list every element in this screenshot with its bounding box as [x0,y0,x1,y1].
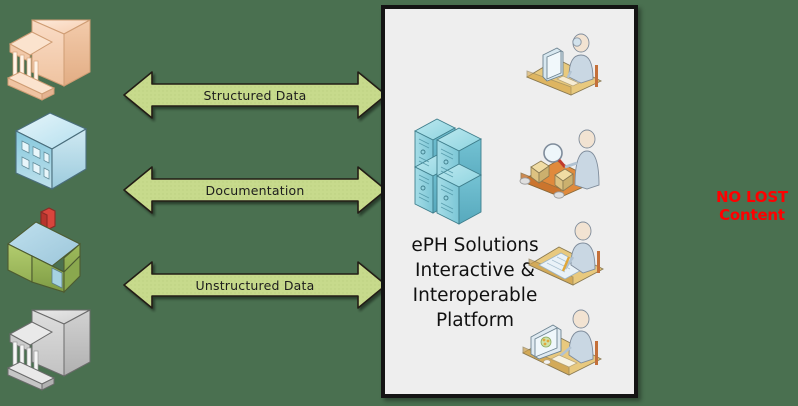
source-icon-government-building[interactable] [2,8,98,104]
platform-title: ePH Solutions Interactive & Interoperabl… [389,233,561,333]
platform-panel[interactable]: ePH Solutions Interactive & Interoperabl… [381,5,638,398]
classical-building-peach-icon [6,19,91,101]
flow-arrow-documentation[interactable]: Documentation [122,161,388,219]
source-icon-institution-building[interactable] [2,296,98,392]
user-at-desktop-computer-icon[interactable] [523,31,609,97]
house-green-icon [6,207,82,294]
inspector-with-magnifier-icon[interactable] [517,127,603,199]
flow-arrow-structured-data[interactable]: Structured Data [122,66,388,124]
server-stack-icon [411,109,489,227]
source-icon-residential-house[interactable] [2,200,98,296]
source-icon-office-building[interactable] [4,103,100,199]
platform-title-line-3: Interoperable [412,285,538,306]
classical-building-gray-icon [6,309,91,391]
platform-title-line-4: Platform [435,310,515,331]
flow-arrow-unstructured-data[interactable]: Unstructured Data [122,256,388,314]
callout-line-2: Content [719,206,785,224]
office-building-blue-icon [14,112,88,190]
platform-title-line-1: ePH Solutions [411,235,539,256]
user-at-laptop-workstation-icon[interactable] [519,307,605,376]
analyst-reviewing-documents-icon[interactable] [525,221,611,287]
no-lost-content-callout: NO LOST Content [700,188,798,224]
callout-line-1: NO LOST [716,188,788,206]
platform-title-line-2: Interactive & [415,260,535,281]
